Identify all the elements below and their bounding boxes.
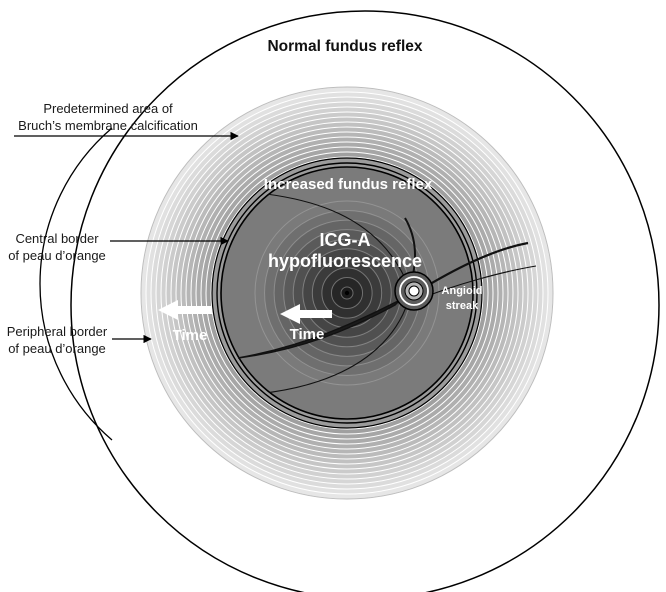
label-time-outer: Time	[173, 327, 208, 344]
label-time-inner: Time	[290, 326, 325, 343]
label-angioid-line1: Angioid	[442, 285, 483, 297]
title-normal-fundus-reflex: Normal fundus reflex	[267, 38, 422, 55]
time-arrow-outer	[158, 300, 212, 320]
center-dot	[344, 290, 350, 296]
time-arrow-inner	[280, 304, 332, 324]
label-icg-line1: ICG-A	[320, 230, 371, 250]
label-increased-reflex: Increased fundus reflex	[264, 176, 433, 193]
label-peripheral-line1: Peripheral border	[7, 324, 108, 339]
optic-disc-center	[408, 285, 420, 297]
label-central-line2: of peau d’orange	[8, 248, 106, 263]
label-peripheral-line2: of peau d’orange	[8, 341, 106, 356]
label-central-line1: Central border	[15, 231, 99, 246]
label-icg-line2: hypofluorescence	[268, 251, 422, 271]
calcification-outer-edge	[140, 86, 554, 500]
optic-disc-ring	[399, 276, 429, 306]
central-border-ring-1	[216, 162, 478, 424]
label-angioid-line2: streak	[446, 300, 479, 312]
central-border-ring-2	[211, 157, 483, 429]
normal-fundus-circle	[70, 10, 660, 592]
label-bruch-line1: Predetermined area of	[43, 101, 173, 116]
label-bruch-line2: Bruch’s membrane calcification	[18, 118, 198, 133]
peripheral-guide-arc	[39, 127, 113, 441]
